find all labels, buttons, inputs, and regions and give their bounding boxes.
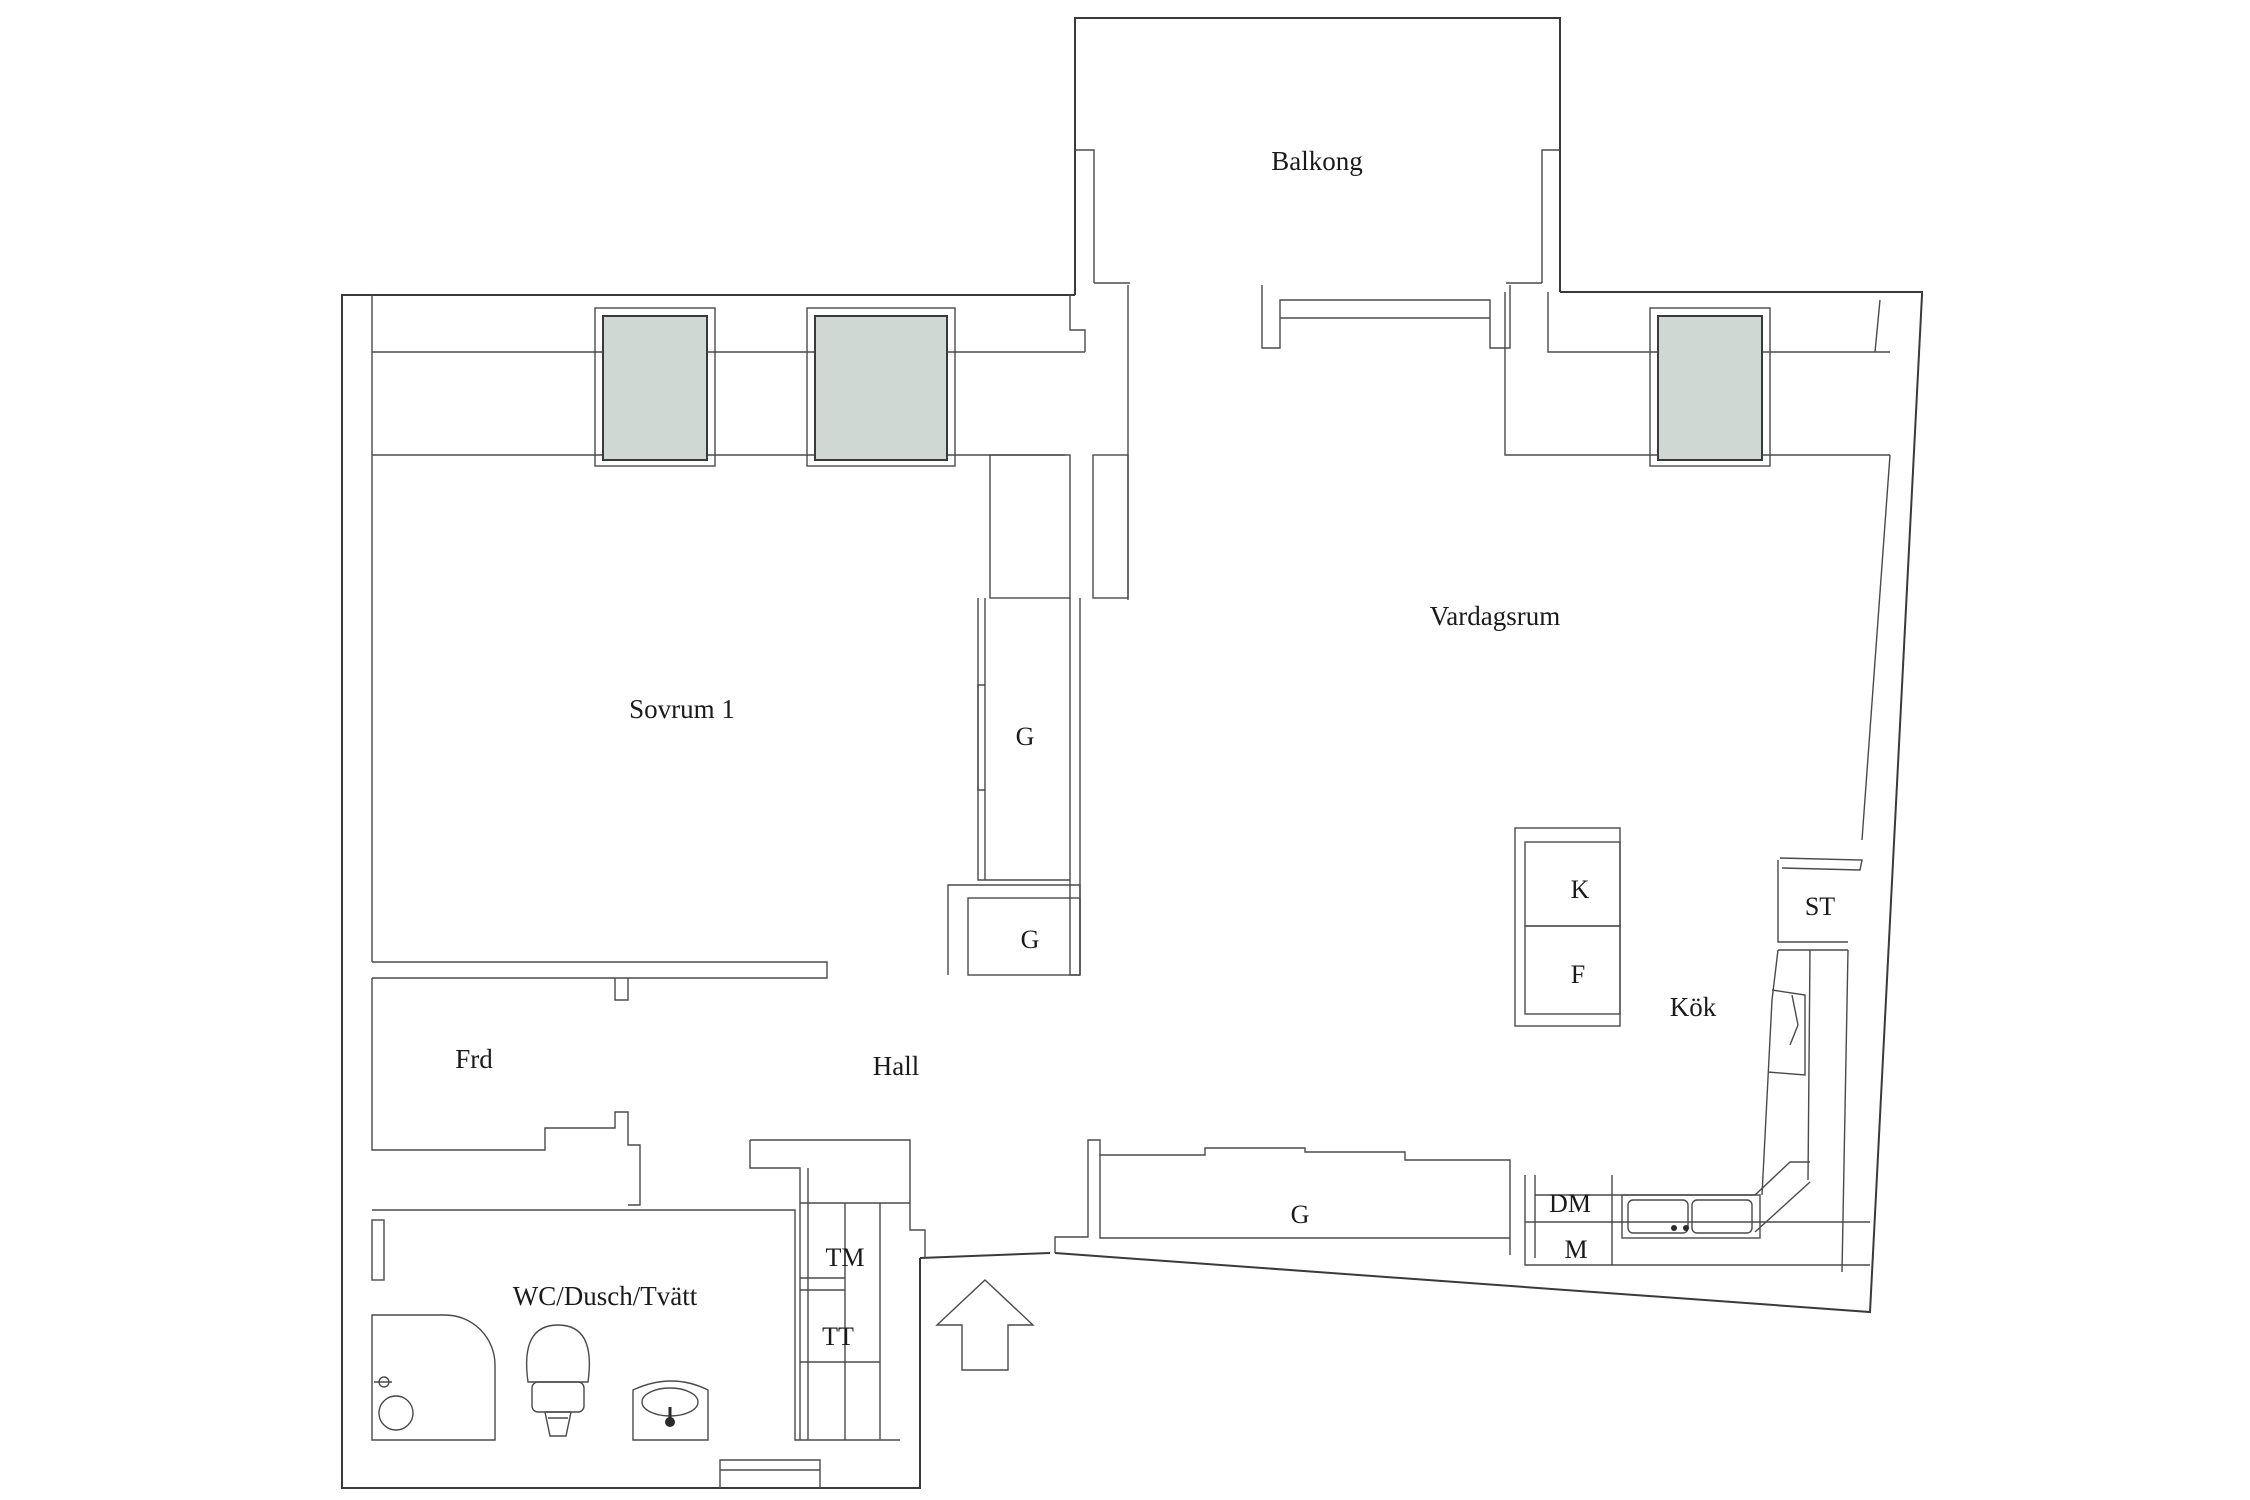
label-stove: ST	[1805, 892, 1835, 921]
label-frd: Frd	[455, 1044, 493, 1074]
label-kok: Kök	[1670, 992, 1717, 1022]
window-1	[602, 315, 708, 461]
window-3	[1657, 315, 1763, 461]
sink-icon	[632, 1380, 709, 1441]
label-wardrobe-3: G	[1291, 1200, 1310, 1229]
toilet-icon	[525, 1324, 591, 1437]
label-vardagsrum: Vardagsrum	[1430, 601, 1560, 631]
label-dishwasher: DM	[1549, 1189, 1591, 1218]
window-2	[814, 315, 948, 461]
label-sovrum: Sovrum 1	[629, 694, 735, 724]
label-fridge: K	[1571, 875, 1590, 904]
label-hall: Hall	[873, 1051, 920, 1081]
label-wardrobe-1: G	[1016, 722, 1035, 751]
label-microwave: M	[1564, 1235, 1587, 1264]
entrance-arrow-icon	[935, 1279, 1035, 1371]
windows	[594, 307, 1771, 467]
outer-walls	[341, 291, 1923, 1489]
label-wardrobe-2: G	[1021, 925, 1040, 954]
label-dryer: TM	[826, 1243, 865, 1272]
interior-walls	[371, 285, 1891, 1488]
label-wc: WC/Dusch/Tvätt	[513, 1281, 698, 1311]
balcony	[1074, 17, 1561, 295]
shower-icon	[374, 1376, 414, 1431]
label-tumble: TT	[822, 1322, 854, 1351]
label-freezer: F	[1571, 960, 1585, 989]
label-balkong: Balkong	[1271, 146, 1363, 176]
kitchen-sink-icon	[1621, 1194, 1761, 1239]
